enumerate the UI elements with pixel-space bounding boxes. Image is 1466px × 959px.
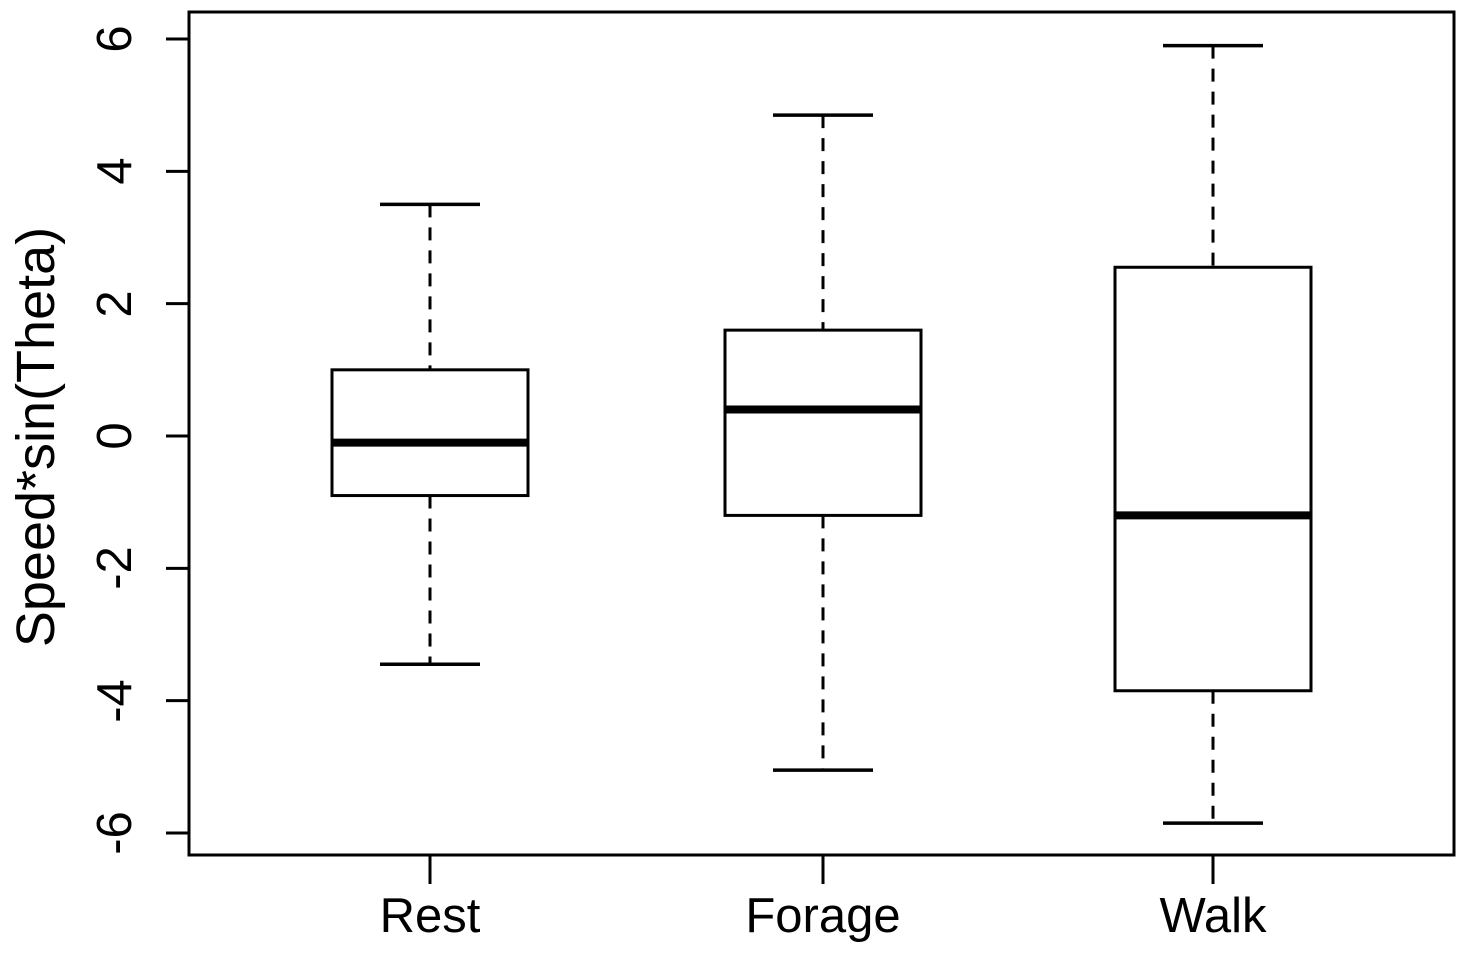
y-tick-label: -4 [88, 678, 142, 723]
y-tick-label: 0 [88, 422, 142, 450]
iqr-box [1113, 265, 1313, 693]
x-tick-label-rest: Rest [379, 889, 481, 943]
y-tick-label: 4 [88, 157, 142, 185]
iqr-box [330, 368, 530, 498]
y-axis-title: Speed*sin(Theta) [6, 226, 66, 648]
y-tick-label: 2 [88, 290, 142, 318]
x-tick-label-walk: Walk [1159, 889, 1267, 943]
x-tick-label-forage: Forage [745, 889, 901, 943]
y-tick-label: -2 [88, 546, 142, 591]
y-tick-label: -6 [88, 811, 142, 855]
y-tick-label: 6 [88, 25, 142, 53]
iqr-box [723, 328, 923, 517]
